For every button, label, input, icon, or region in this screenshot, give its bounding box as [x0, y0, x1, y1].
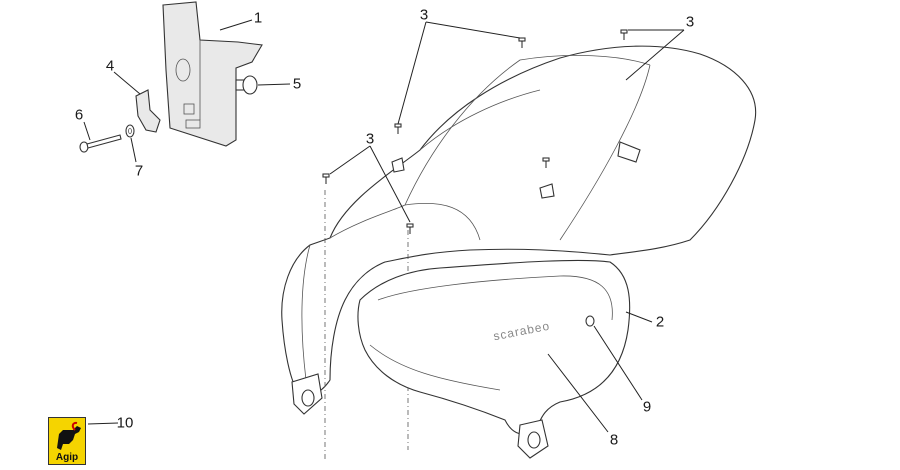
six-legged-dog-icon — [57, 421, 81, 450]
callout-6: 6 — [74, 106, 84, 124]
part-4-clip — [135, 89, 161, 133]
callout-5: 5 — [292, 75, 302, 93]
callout-3: 3 — [685, 13, 695, 31]
callout-10: 10 — [116, 414, 134, 432]
callout-1: 1 — [253, 9, 263, 27]
leader-lines — [83, 19, 685, 433]
part-2-front-shield — [281, 45, 757, 460]
callout-4: 4 — [105, 57, 115, 75]
callout-3: 3 — [365, 130, 375, 148]
callout-3: 3 — [419, 6, 429, 24]
part-8-side-cover — [357, 259, 631, 459]
callout-9: 9 — [642, 398, 652, 416]
callout-8: 8 — [609, 431, 619, 449]
part-9-badge — [585, 315, 595, 327]
part-7-washer — [125, 124, 135, 138]
part-1-bracket — [162, 1, 263, 147]
agip-logo: Agip — [48, 417, 86, 465]
part-5-rivet — [235, 75, 258, 95]
part-3-screws — [322, 29, 628, 234]
agip-brand-text: Agip — [55, 452, 79, 463]
part-6-bolt — [79, 134, 122, 153]
callout-7: 7 — [134, 162, 144, 180]
callout-2: 2 — [655, 313, 665, 331]
